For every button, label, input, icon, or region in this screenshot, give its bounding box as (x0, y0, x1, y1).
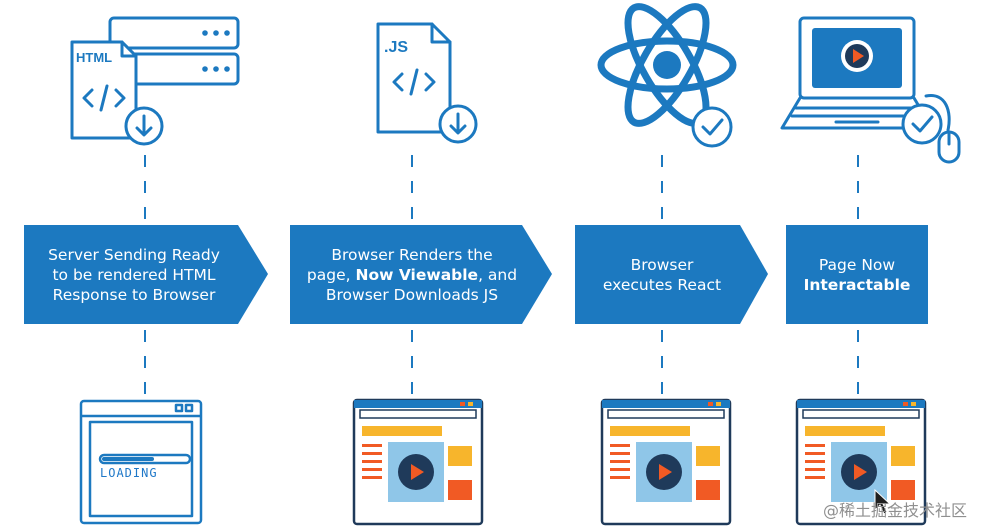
js-file-label: .JS (384, 39, 408, 56)
browser-page-icon-3 (600, 398, 732, 526)
arrow-banner-2 (290, 225, 552, 324)
stage-3-line-1: Browser (630, 255, 694, 274)
browser-page-icon-2 (352, 398, 484, 526)
browser-page-icon-4 (795, 398, 927, 526)
html-file-label: HTML (76, 50, 112, 65)
react-atom-icon (597, 3, 737, 148)
arrow-banner-4 (786, 225, 928, 324)
html-server-icon: HTML (70, 16, 240, 146)
stage-2-text: Browser Renders the page, Now Viewable, … (292, 225, 532, 324)
stage-2-line-3: Browser Downloads JS (325, 285, 499, 304)
stage-4-line-1: Page Now (818, 255, 896, 274)
arrow-banner-3 (575, 225, 768, 324)
stage-2-line-2-a: page, (306, 265, 356, 284)
stage-3-line-2: executes React (602, 275, 722, 294)
arrow-banner-1 (24, 225, 268, 324)
loading-label: LOADING (100, 466, 158, 480)
stage-4-line-2: Interactable (803, 275, 911, 294)
stage-2-line-2: page, Now Viewable, and (307, 265, 517, 285)
stage-2-line-1: Browser Renders the (331, 245, 493, 264)
stage-2-line-2-b: , and (478, 265, 518, 284)
laptop-icon (780, 16, 961, 164)
js-file-icon: .JS (376, 22, 478, 144)
stage-1-line-2: to be rendered HTML (52, 265, 216, 284)
stage-1-line-1: Server Sending Ready (48, 245, 220, 264)
stage-2-bold: Now Viewable (355, 265, 479, 284)
stage-1-text: Server Sending Ready to be rendered HTML… (28, 225, 240, 324)
stage-4-text: Page Now Interactable (786, 225, 928, 324)
loading-browser-icon (79, 399, 203, 525)
cursor-icon (874, 488, 892, 515)
watermark: @稀土掘金技术社区 (822, 501, 967, 520)
stage-3-text: Browser executes React (577, 225, 747, 324)
stage-1-line-3: Response to Browser (52, 285, 216, 304)
